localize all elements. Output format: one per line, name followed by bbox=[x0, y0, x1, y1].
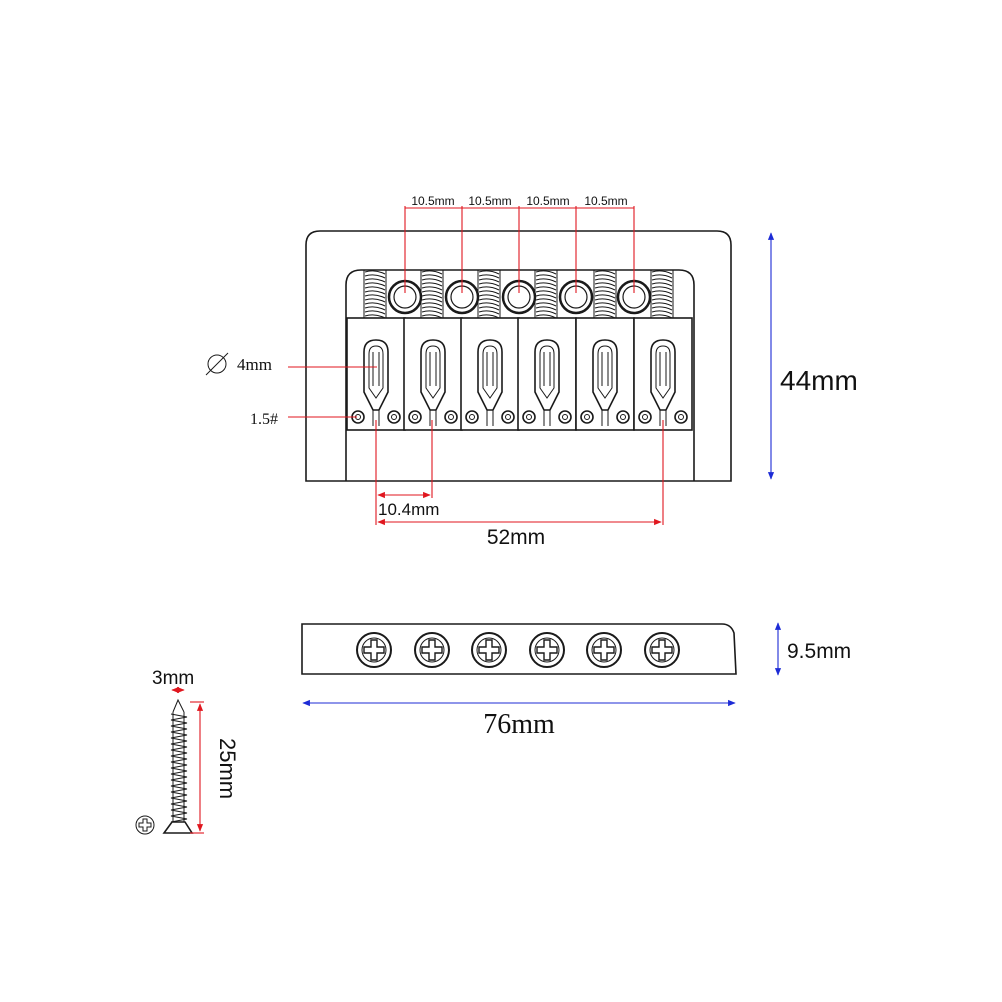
screw-size-label: 1.5# bbox=[250, 411, 278, 428]
spring-5 bbox=[593, 269, 617, 319]
screw-thread bbox=[170, 713, 188, 823]
screw-diameter-label: 3mm bbox=[152, 668, 194, 689]
spacing-label-3: 10.5mm bbox=[526, 194, 569, 208]
bridge-side-view: 9.5mm 76mm bbox=[301, 622, 851, 740]
spacing-label-2: 10.5mm bbox=[468, 194, 511, 208]
mounting-screw: 3mm 25mm bbox=[135, 668, 240, 835]
saddle-4 bbox=[517, 317, 577, 431]
spring-2 bbox=[420, 269, 444, 319]
saddle-6 bbox=[633, 317, 693, 431]
side-screw-4 bbox=[529, 632, 565, 668]
saddle-3 bbox=[460, 317, 520, 431]
saddle-2 bbox=[403, 317, 463, 431]
side-screw-5 bbox=[586, 632, 622, 668]
width-label: 76mm bbox=[483, 709, 555, 740]
bottom-dimensions: 10.4mm 52mm bbox=[375, 420, 664, 549]
phillips-head-icon bbox=[135, 815, 155, 835]
side-screw-3 bbox=[471, 632, 507, 668]
spring-3 bbox=[477, 269, 501, 319]
spacing-label-1: 10.5mm bbox=[411, 194, 454, 208]
hole-diameter-label: 4mm bbox=[237, 355, 272, 374]
side-screw-6 bbox=[644, 632, 680, 668]
screw-length-label: 25mm bbox=[215, 738, 240, 799]
saddle-1 bbox=[346, 317, 406, 431]
bridge-top-view bbox=[305, 230, 732, 482]
string-holes bbox=[387, 279, 652, 315]
side-profile-outline bbox=[301, 623, 737, 675]
string-hole-3 bbox=[501, 279, 537, 315]
base-plate-outline bbox=[305, 230, 732, 482]
spring-6 bbox=[650, 269, 674, 319]
saddles bbox=[346, 317, 693, 431]
thickness-label: 9.5mm bbox=[787, 640, 851, 663]
string-span-label: 52mm bbox=[487, 526, 545, 549]
height-label: 44mm bbox=[780, 365, 858, 396]
saddle-5 bbox=[575, 317, 635, 431]
saddle-width-label: 10.4mm bbox=[378, 500, 439, 519]
diameter-symbol bbox=[207, 354, 227, 374]
hole-callouts: 4mm 1.5# bbox=[205, 352, 377, 428]
side-screw-2 bbox=[414, 632, 450, 668]
spring-4 bbox=[534, 269, 558, 319]
string-spacing-dimensions: 10.5mm 10.5mm 10.5mm 10.5mm bbox=[404, 194, 635, 293]
screw-head bbox=[162, 821, 194, 834]
string-hole-4 bbox=[558, 279, 594, 315]
spacing-label-4: 10.5mm bbox=[584, 194, 627, 208]
spring-1 bbox=[363, 269, 387, 319]
height-dimension: 44mm bbox=[767, 232, 858, 480]
side-screw-1 bbox=[356, 632, 392, 668]
side-screws bbox=[356, 632, 680, 668]
saddle-channel bbox=[345, 269, 695, 481]
